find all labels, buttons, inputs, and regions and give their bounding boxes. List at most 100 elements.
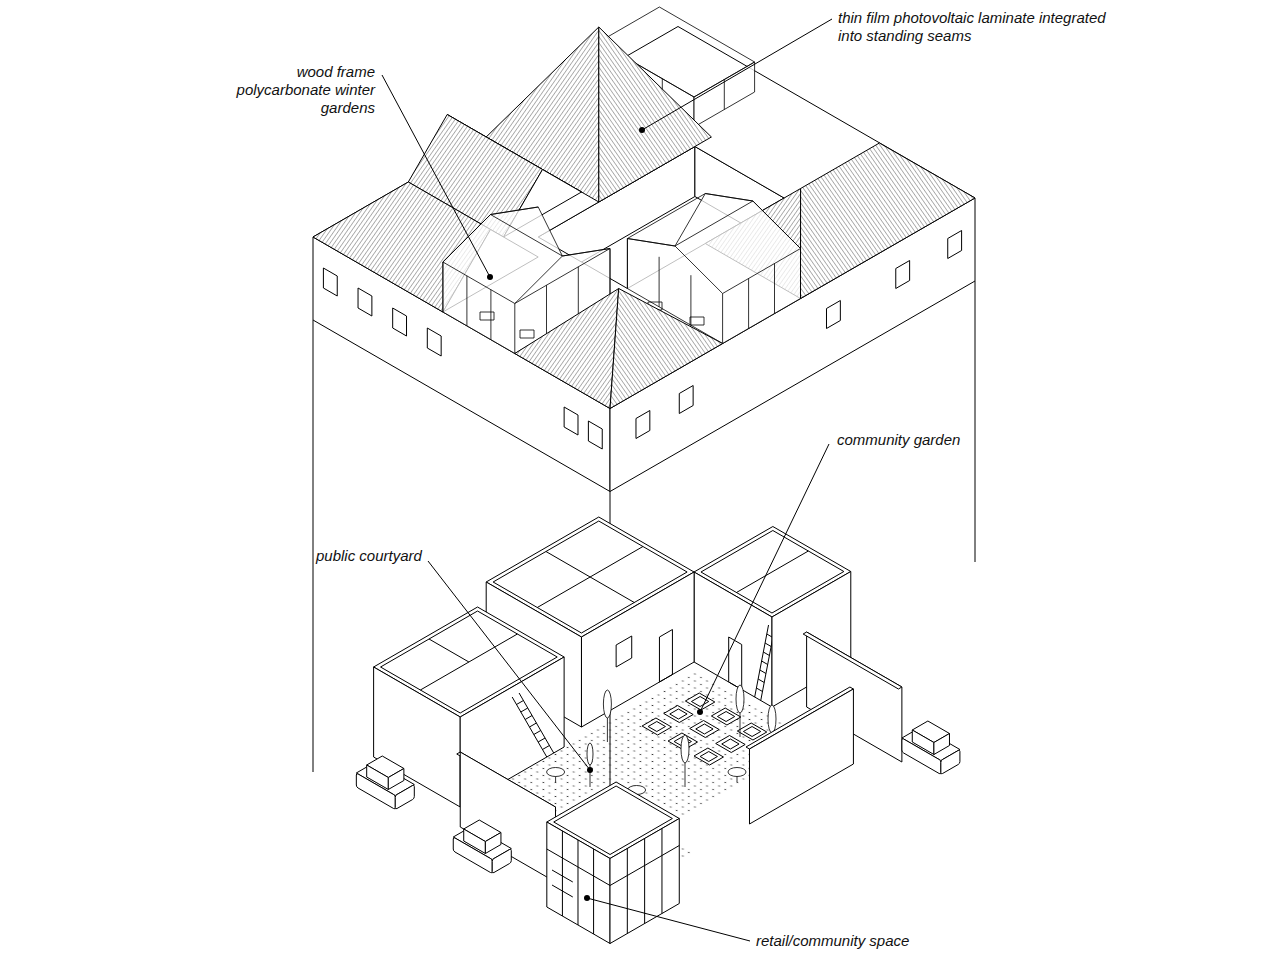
ground-level [547, 768, 565, 777]
ground-level [763, 652, 769, 656]
roof-level [588, 421, 602, 449]
ground-level [716, 736, 745, 753]
ground-level [367, 765, 389, 790]
callout-label: retail/community space [756, 932, 909, 950]
ground-level [736, 685, 744, 713]
ground-level [934, 734, 950, 755]
ground-level [610, 819, 679, 944]
ground-level [762, 661, 768, 665]
ground-level [388, 769, 404, 790]
leader-lines [428, 561, 590, 770]
ground-level [582, 572, 695, 727]
roof-level [627, 239, 628, 289]
ground-level [768, 705, 776, 733]
ground-level [547, 822, 610, 944]
roof-level [443, 262, 515, 304]
ground-level [610, 846, 679, 886]
roof-level [514, 304, 515, 354]
ground-level [542, 746, 549, 750]
leader-lines [700, 444, 829, 712]
roof-level [948, 231, 962, 259]
roof-level [610, 289, 723, 409]
ground-level [661, 829, 662, 914]
ground-level [664, 706, 693, 723]
ground-level [765, 643, 771, 647]
roof-level [627, 239, 722, 294]
ground-level [464, 829, 486, 854]
roof-level [466, 276, 467, 326]
ground-level [587, 743, 593, 765]
ground-level [644, 839, 645, 924]
ground-level [429, 639, 469, 662]
roof-level [358, 288, 372, 316]
ground-level [562, 831, 563, 916]
ground-level [803, 632, 902, 689]
roof-level [393, 308, 407, 336]
callout-label: wood frame polycarbonate winter gardens [215, 63, 375, 117]
ground-level [717, 712, 734, 722]
projection-lines [975, 281, 976, 562]
ground-level [367, 765, 389, 790]
ground-level [492, 849, 511, 874]
ground-level [690, 721, 719, 738]
ground-level [648, 722, 665, 732]
leader-lines [587, 898, 750, 941]
ground-level [659, 630, 672, 683]
roof-level [748, 279, 749, 329]
leader-lines [382, 75, 490, 277]
ground-level [700, 752, 717, 762]
roof-level [578, 267, 579, 317]
ground-level [552, 870, 573, 882]
ground-level [750, 689, 854, 824]
callout-label: public courtyard [316, 547, 422, 565]
roof-level [627, 194, 705, 239]
projection-lines [313, 320, 314, 772]
roof-level [546, 285, 547, 335]
ground-level [681, 735, 689, 763]
ground-level [691, 697, 708, 707]
roof-level [690, 317, 704, 325]
ground-level [577, 840, 578, 925]
leader-lines [642, 19, 832, 130]
ground-level [610, 819, 679, 944]
ground-level [547, 849, 610, 886]
ground-level [537, 547, 643, 608]
ground-level [728, 768, 746, 777]
roof-level [490, 290, 491, 340]
roof-level [323, 268, 337, 296]
ground-level [642, 718, 671, 735]
ground-level [395, 785, 414, 810]
ground-level [729, 637, 742, 690]
ground-level [485, 833, 501, 854]
leader-lines [587, 767, 593, 773]
ground-level [519, 673, 554, 773]
roof-level [427, 328, 441, 356]
roof-level [515, 289, 619, 409]
roof-level [675, 201, 753, 246]
ground-level [758, 679, 764, 683]
roof-level [515, 249, 610, 304]
ground-level [941, 750, 960, 775]
ground-level [736, 551, 808, 593]
ground-level [912, 730, 934, 755]
roof-level [690, 275, 691, 325]
roof-level [491, 215, 563, 257]
roof-level [800, 249, 801, 299]
ground-level [627, 849, 628, 934]
ground-level [395, 785, 414, 810]
ground-level [534, 731, 541, 735]
ground-level [722, 739, 739, 749]
roof-level [480, 312, 494, 320]
roof-level [774, 264, 775, 314]
roof-level [313, 7, 975, 492]
ground-level [529, 723, 536, 727]
roof-level [515, 249, 610, 304]
ground-level [538, 738, 545, 742]
leader-lines [639, 127, 645, 133]
ground-level [547, 685, 776, 800]
roof-level [801, 143, 976, 299]
ground-level [670, 709, 687, 719]
ground-level [743, 727, 760, 737]
